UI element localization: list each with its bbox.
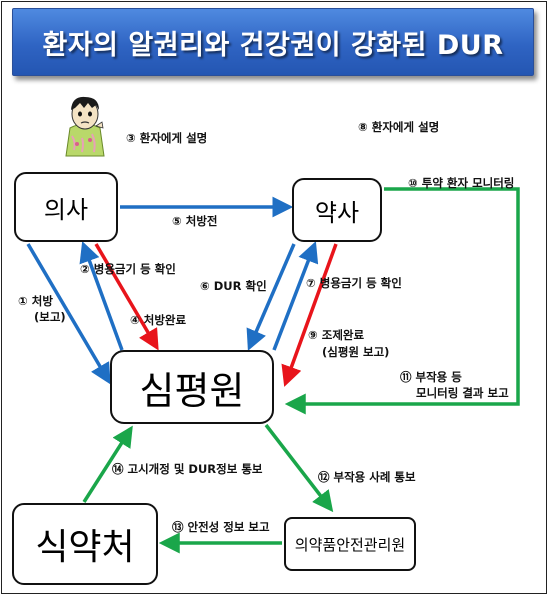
edge-label-11: ⑪ 부작용 등 (400, 370, 462, 384)
arrow-12-adverse-report (264, 423, 334, 513)
edge-label-11b: 모니터링 결과 보고 (416, 386, 509, 400)
edge-label-7: ⑦ 병용금기 등 확인 (306, 276, 402, 290)
page-title: 환자의 알권리와 건강권이 강화된 DUR (42, 29, 504, 61)
edge-label-1: ① 처방 (18, 294, 53, 308)
edge-label-6: ⑥ DUR 확인 (200, 279, 267, 293)
edge-label-10: ⑩ 투약 환자 모니터링 (408, 176, 515, 190)
arrow-1-prescription (26, 243, 111, 385)
arrow-6-dur-check (246, 243, 296, 351)
edge-label-9: ⑨ 조제완료 (308, 328, 365, 342)
node-kids: 의약품안전관리원 (284, 517, 416, 571)
edge-label-3: ③ 환자에게 설명 (126, 131, 208, 145)
arrow-4-prescription-complete (94, 243, 159, 351)
node-mfds: 식약처 (12, 503, 158, 585)
edge-label-8: ⑧ 환자에게 설명 (358, 120, 440, 134)
edge-label-4: ④ 처방완료 (130, 313, 187, 327)
edge-label-1b: (보고) (34, 310, 66, 324)
edge-label-9b: (심평원 보고) (322, 345, 390, 359)
node-doctor: 의사 (14, 172, 118, 242)
title-banner: 환자의 알권리와 건강권이 강화된 DUR (12, 8, 534, 76)
edge-label-2: ② 병용금기 등 확인 (80, 262, 176, 276)
arrow-14-notice (82, 425, 133, 503)
arrow-9-dispensing-complete (281, 243, 338, 387)
patient-icon (65, 96, 105, 157)
edge-label-13: ⑬ 안전성 정보 보고 (172, 520, 270, 534)
edge-label-5: ⑤ 처방전 (172, 214, 218, 228)
arrow-10-11-monitoring (284, 187, 520, 415)
edge-label-14: ⑭ 고시개정 및 DUR정보 통보 (112, 462, 263, 476)
node-pharmacist: 약사 (292, 178, 382, 242)
arrow-2-contraindication (79, 241, 124, 351)
arrow-7-contraindication (272, 241, 319, 351)
node-hira: 심평원 (110, 350, 274, 424)
edge-label-12: ⑫ 부작용 사례 통보 (318, 470, 416, 484)
